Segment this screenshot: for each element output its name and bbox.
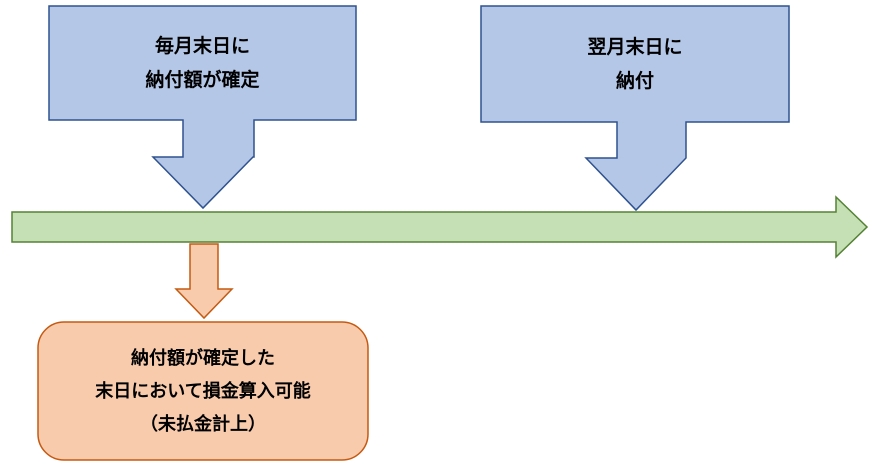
callout-right-line-2: 納付	[615, 70, 654, 92]
callout-right-line-1: 翌月末日に	[587, 36, 683, 58]
result-text: 納付額が確定した 末日において損金算入可能 （未払金計上）	[38, 322, 368, 460]
result-line-1: 納付額が確定した	[131, 347, 275, 369]
callout-left-line-1: 毎月末日に	[154, 35, 250, 57]
timeline-arrow	[11, 195, 869, 259]
result-down-arrow	[174, 243, 234, 320]
callout-right-text: 翌月末日に 納付	[481, 6, 789, 122]
callout-left-text: 毎月末日に 納付額が確定	[49, 6, 356, 120]
result-line-3: （未払金計上）	[140, 413, 266, 435]
result-line-2: 末日において損金算入可能	[95, 380, 311, 402]
callout-left-line-2: 納付額が確定	[145, 69, 260, 91]
callout-left-shape	[48, 5, 357, 210]
result-box	[37, 321, 369, 461]
callout-right-shape	[480, 5, 790, 212]
